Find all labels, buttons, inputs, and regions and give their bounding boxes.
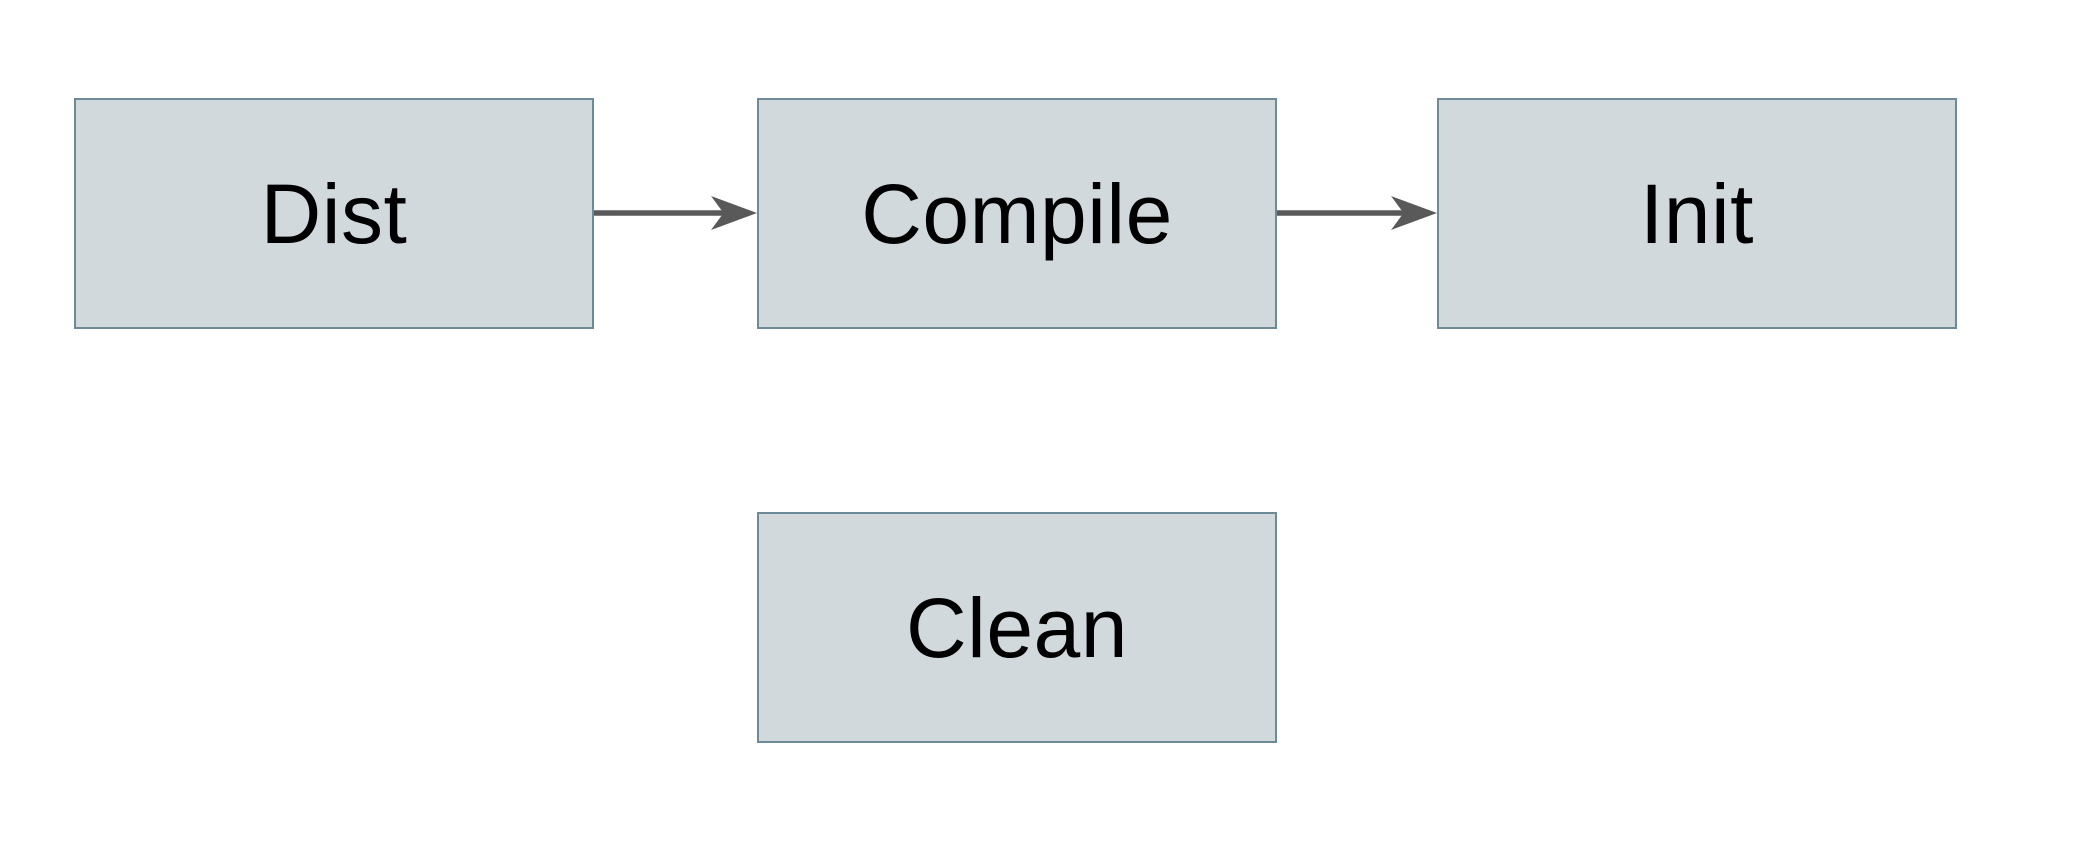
- node-clean[interactable]: Clean: [757, 512, 1277, 743]
- node-compile[interactable]: Compile: [757, 98, 1277, 329]
- node-clean-label: Clean: [906, 580, 1128, 675]
- node-compile-label: Compile: [861, 166, 1173, 261]
- node-init-label: Init: [1639, 166, 1755, 261]
- arrow-compile-to-init[interactable]: [1277, 196, 1437, 230]
- node-init[interactable]: Init: [1437, 98, 1957, 329]
- node-dist-label: Dist: [260, 166, 408, 261]
- arrow-dist-to-compile[interactable]: [594, 196, 757, 230]
- node-dist[interactable]: Dist: [74, 98, 594, 329]
